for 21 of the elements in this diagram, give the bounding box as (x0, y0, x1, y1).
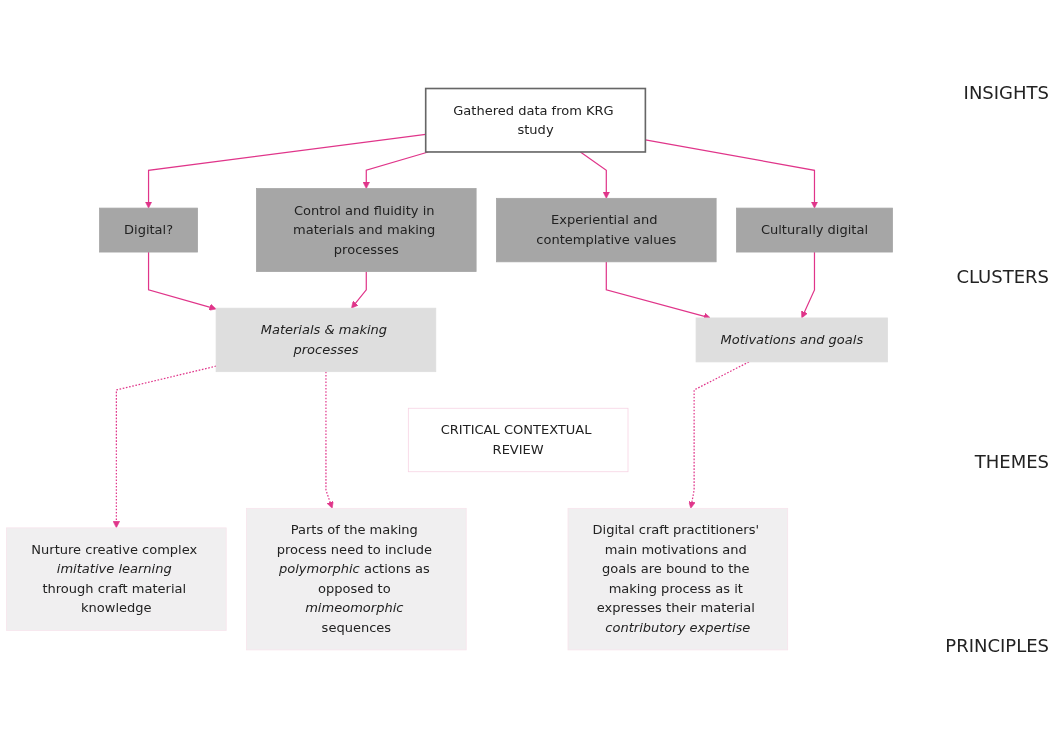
arrow (801, 251, 816, 319)
node-box: Experiential and contemplative values (496, 197, 717, 262)
arrow (579, 151, 610, 199)
node-box: CRITICAL CONTEXTUAL REVIEW (407, 407, 629, 472)
node-box: Motivations and goals (695, 317, 888, 363)
node-box: Materials & making processes (215, 307, 437, 372)
row-label: THEMES (974, 450, 1049, 472)
node-box: Parts of the making process need to include polymorphic actions as opposed to mimeomorphic sequences (246, 507, 467, 651)
arrow (351, 270, 367, 309)
node-box: Gathered data from KRG study (424, 87, 647, 153)
node-box: Nurture creative complex imitative learning through craft material knowledge (6, 527, 227, 631)
arrow (325, 370, 334, 509)
row-label: CLUSTERS (956, 266, 1049, 288)
node-box: Digital craft practitioners' main motivations and goals are bound to the making process as it expresses their material contributory expertise (567, 507, 789, 651)
arrow (144, 133, 427, 209)
node-box: Digital? (99, 207, 198, 253)
row-label: PRINCIPLES (945, 635, 1049, 657)
arrow (147, 251, 217, 311)
row-label: INSIGHTS (963, 81, 1049, 103)
node-box: Control and fluidity in materials and making processes (256, 187, 477, 272)
node-box: Culturally digital (736, 207, 893, 253)
